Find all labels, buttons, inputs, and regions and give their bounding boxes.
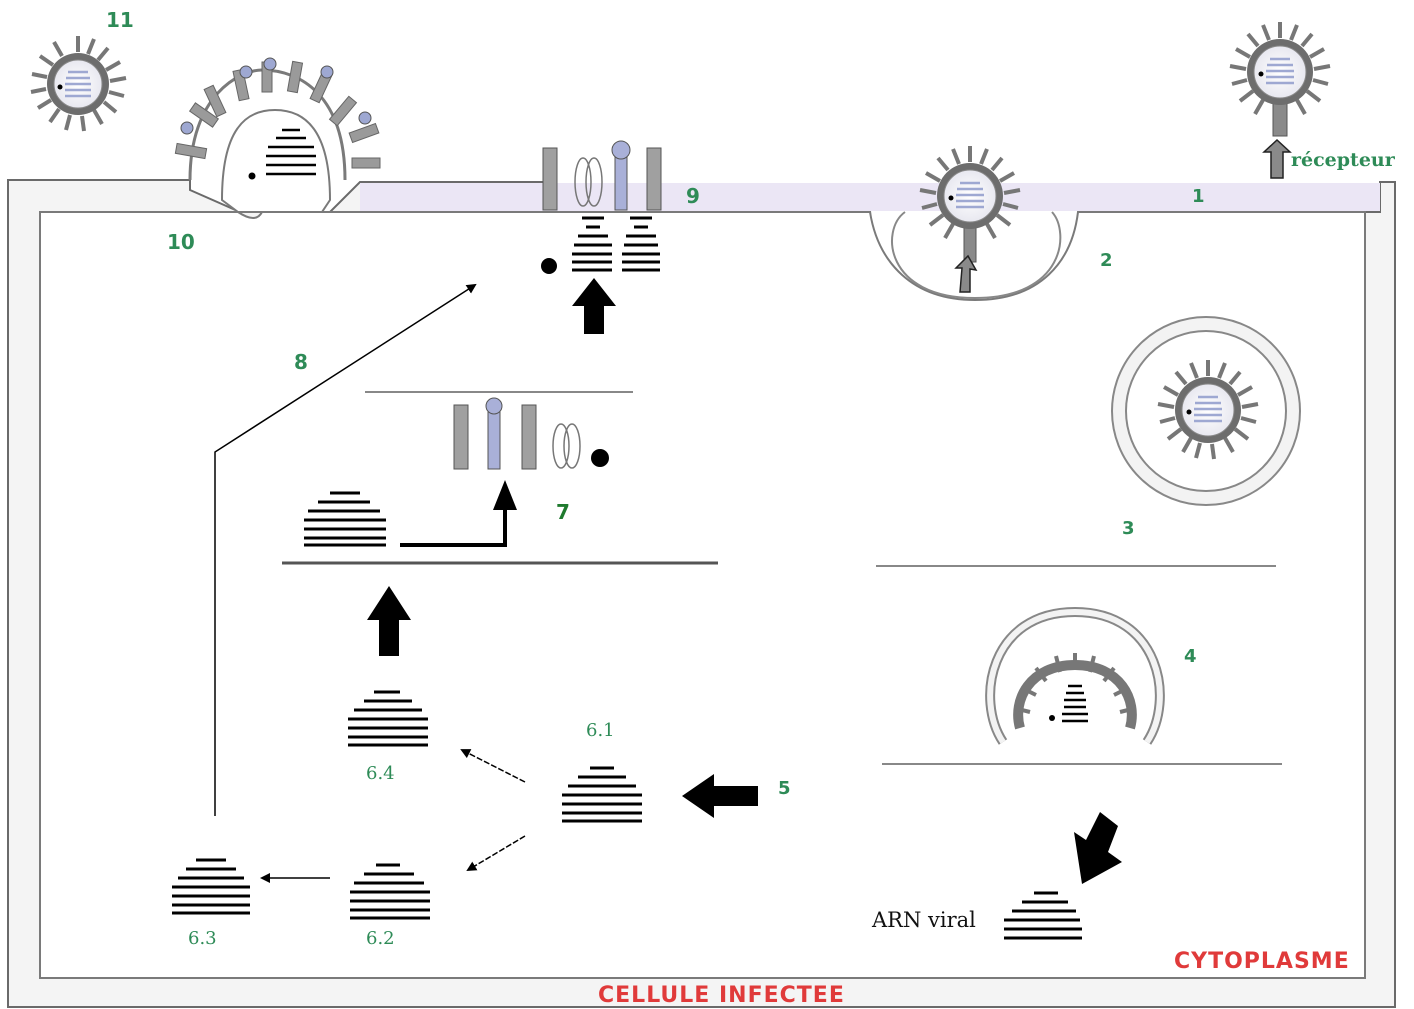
label-8: 8 bbox=[294, 352, 308, 372]
label-11: 11 bbox=[106, 10, 134, 30]
endosome bbox=[1112, 317, 1300, 505]
label-6-2: 6.2 bbox=[366, 930, 395, 948]
label-cellule-infectee: CELLULE INFECTEE bbox=[598, 985, 845, 1007]
label-1: 1 bbox=[1192, 188, 1205, 206]
label-6-3: 6.3 bbox=[188, 930, 217, 948]
label-9: 9 bbox=[686, 186, 700, 206]
label-7: 7 bbox=[556, 502, 570, 522]
label-3: 3 bbox=[1122, 520, 1135, 538]
label-arn-viral: ARN viral bbox=[872, 910, 976, 931]
label-5: 5 bbox=[778, 780, 791, 798]
cell-membrane bbox=[8, 180, 1395, 1007]
receptor-icon bbox=[1264, 140, 1290, 178]
endocytosis-pit bbox=[892, 146, 1060, 298]
budding-virus bbox=[175, 58, 380, 212]
label-10: 10 bbox=[167, 232, 195, 252]
released-virus bbox=[31, 36, 126, 131]
attaching-virus bbox=[1230, 22, 1330, 136]
label-4: 4 bbox=[1184, 648, 1197, 666]
label-6-4: 6.4 bbox=[366, 765, 395, 783]
label-2: 2 bbox=[1100, 252, 1113, 270]
label-6-1: 6.1 bbox=[586, 722, 615, 740]
label-cytoplasme: CYTOPLASME bbox=[1174, 951, 1350, 973]
label-recepteur: récepteur bbox=[1291, 151, 1395, 170]
